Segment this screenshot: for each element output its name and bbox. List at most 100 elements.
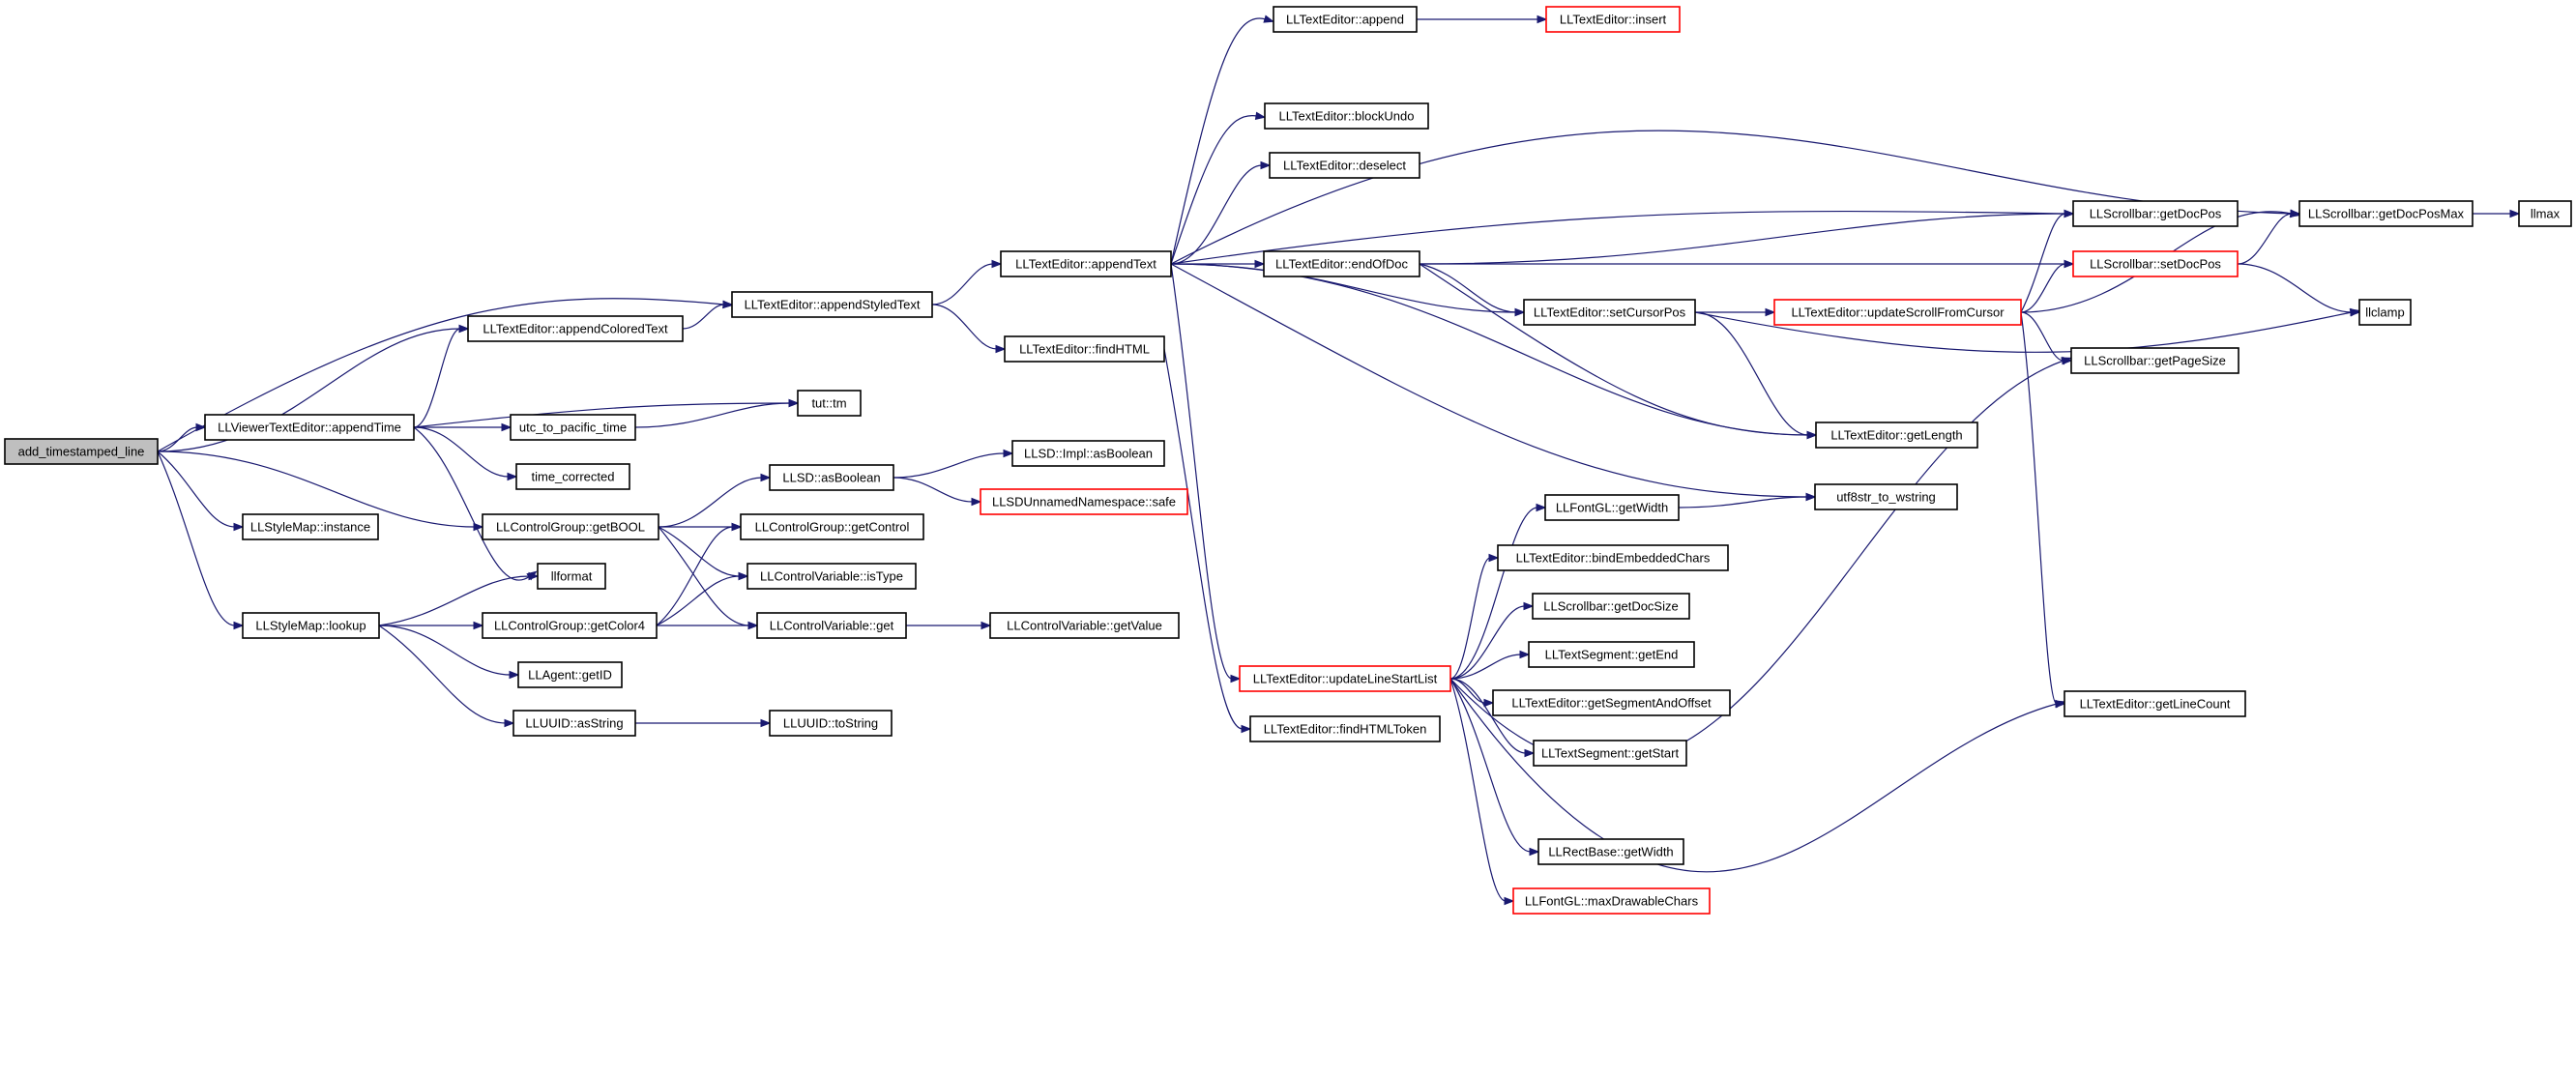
- edge-arrowhead: [1536, 503, 1547, 512]
- function-nodes: add_timestamped_line LLTextEditor::append…: [4, 6, 2572, 915]
- node-lltexteditor-findhtmltoken[interactable]: LLTextEditor::findHTMLToken: [1249, 715, 1441, 742]
- node-llagent-getid[interactable]: LLAgent::getID: [517, 661, 623, 688]
- edge-n30-n1: [682, 300, 734, 330]
- node-label: LLScrollbar::getDocSize: [1543, 599, 1678, 614]
- node-llclamp[interactable]: llclamp: [2358, 299, 2412, 326]
- node-lltexteditor-appendcoloredtext[interactable]: LLTextEditor::appendColoredText: [467, 315, 684, 342]
- node-box: [1528, 641, 1695, 668]
- node-llcontrolgroup-getbool[interactable]: LLControlGroup::getBOOL: [482, 513, 659, 540]
- node-lltexteditor-updatelinestartlist[interactable]: LLTextEditor::updateLineStartList: [1239, 665, 1451, 692]
- node-lltexteditor-insert[interactable]: LLTextEditor::insert: [1545, 6, 1681, 33]
- node-label: LLScrollbar::setDocPos: [2090, 257, 2221, 272]
- node-llsd-impl-asboolean[interactable]: LLSD::Impl::asBoolean: [1011, 440, 1165, 467]
- node-llsd-asboolean[interactable]: LLSD::asBoolean: [769, 464, 894, 491]
- edge-arrowhead: [1524, 748, 1536, 758]
- node-lltexteditor-getlength[interactable]: LLTextEditor::getLength: [1815, 422, 1978, 449]
- node-label: utf8str_to_wstring: [1836, 490, 1936, 505]
- node-lltexteditor-appendtext[interactable]: LLTextEditor::appendText: [1000, 250, 1172, 277]
- edge-n5-n6: [2473, 209, 2521, 218]
- node-box: [515, 463, 630, 490]
- node-lluuid-tostring[interactable]: LLUUID::toString: [769, 710, 893, 737]
- edge-arrowhead: [1805, 492, 1817, 502]
- node-label: LLControlVariable::getValue: [1007, 619, 1162, 633]
- node-llscrollbar-getdocposmax[interactable]: LLScrollbar::getDocPosMax: [2298, 200, 2474, 227]
- node-label: LLSD::asBoolean: [782, 471, 880, 485]
- node-label: LLAgent::getID: [528, 668, 612, 683]
- node-lltexteditor-bindembeddedchars[interactable]: LLTextEditor::bindEmbeddedChars: [1497, 544, 1729, 571]
- node-llscrollbar-getdocpos[interactable]: LLScrollbar::getDocPos: [2072, 200, 2239, 227]
- edge-n0-n44: [157, 451, 245, 532]
- node-label: LLTextEditor::findHTMLToken: [1264, 722, 1427, 737]
- node-lltexteditor-blockundo[interactable]: LLTextEditor::blockUndo: [1264, 102, 1429, 130]
- node-llcontrolvariable-getvalue[interactable]: LLControlVariable::getValue: [989, 612, 1180, 639]
- node-box: [1492, 689, 1731, 716]
- edge-n2-n18: [1170, 263, 1817, 502]
- node-llstylemap-instance[interactable]: LLStyleMap::instance: [242, 513, 379, 540]
- node-lltextsegment-getend[interactable]: LLTextSegment::getEnd: [1528, 641, 1695, 668]
- edge-n46-n40: [656, 522, 743, 626]
- node-llscrollbar-setdocpos[interactable]: LLScrollbar::setDocPos: [2072, 250, 2239, 277]
- node-label: LLSD::Impl::asBoolean: [1024, 447, 1153, 461]
- node-lltextsegment-getstart[interactable]: LLTextSegment::getStart: [1533, 740, 1687, 767]
- node-label: LLControlGroup::getColor4: [494, 619, 645, 633]
- node-box: [1537, 838, 1684, 865]
- edge-arrowhead: [458, 324, 470, 334]
- node-llcontrolvariable-get[interactable]: LLControlVariable::get: [756, 612, 907, 639]
- node-label: LLFontGL::maxDrawableChars: [1525, 894, 1699, 909]
- node-llfontgl-getwidth[interactable]: LLFontGL::getWidth: [1544, 494, 1680, 521]
- edge-n19-n17: [1449, 678, 2066, 873]
- node-label: LLScrollbar::getDocPos: [2090, 207, 2222, 221]
- node-llformat[interactable]: llformat: [537, 563, 606, 590]
- edge-n2-n8: [1170, 160, 1272, 265]
- node-lltexteditor-findhtml[interactable]: LLTextEditor::findHTML: [1004, 335, 1165, 363]
- node-lluuid-asstring[interactable]: LLUUID::asString: [512, 710, 636, 737]
- node-lltexteditor-getlinecount[interactable]: LLTextEditor::getLineCount: [2064, 690, 2246, 717]
- node-label: LLTextEditor::appendColoredText: [483, 322, 668, 336]
- node-llscrollbar-getdocsize[interactable]: LLScrollbar::getDocSize: [1532, 593, 1690, 620]
- node-llcontrolvariable-istype[interactable]: LLControlVariable::isType: [746, 563, 917, 590]
- node-utf8str-to-wstring[interactable]: utf8str_to_wstring: [1814, 483, 1958, 510]
- node-llrectbase-getwidth[interactable]: LLRectBase::getWidth: [1537, 838, 1684, 865]
- edge-arrowhead: [731, 522, 743, 532]
- node-box: [2064, 690, 2246, 717]
- node-llcontrolgroup-getcolor4[interactable]: LLControlGroup::getColor4: [482, 612, 658, 639]
- node-lltexteditor-setcursorpos[interactable]: LLTextEditor::setCursorPos: [1523, 299, 1696, 326]
- edge-n45-n35: [378, 571, 540, 626]
- node-llviewertexteditor-appendtime[interactable]: LLViewerTextEditor::appendTime: [204, 414, 415, 441]
- node-llscrollbar-getpagesize[interactable]: LLScrollbar::getPageSize: [2070, 347, 2239, 374]
- node-box: [1773, 299, 2022, 326]
- node-box: [769, 464, 894, 491]
- node-add-timestamped-line[interactable]: add_timestamped_line: [4, 438, 159, 465]
- node-label: tut::tm: [811, 396, 846, 411]
- edge-n11-n12: [2237, 263, 2361, 317]
- node-box: [1273, 6, 1418, 33]
- node-box: [1533, 740, 1687, 767]
- node-box: [1814, 483, 1958, 510]
- node-label: LLTextEditor::updateScrollFromCursor: [1791, 305, 2005, 320]
- node-llcontrolgroup-getcontrol[interactable]: LLControlGroup::getControl: [740, 513, 924, 540]
- edge-arrowhead: [722, 300, 734, 309]
- edge-arrowhead: [1537, 15, 1548, 24]
- edge-arrowhead: [981, 621, 992, 630]
- edge-n0-n31: [157, 422, 207, 452]
- node-lltexteditor-appendstyledtext[interactable]: LLTextEditor::appendStyledText: [731, 291, 933, 318]
- node-lltexteditor-append[interactable]: LLTextEditor::append: [1273, 6, 1418, 33]
- edge-arrowhead: [971, 497, 982, 507]
- node-lltexteditor-deselect[interactable]: LLTextEditor::deselect: [1269, 152, 1420, 179]
- edge-n37-n38: [893, 449, 1014, 479]
- node-utc-to-pacific-time[interactable]: utc_to_pacific_time: [510, 414, 636, 441]
- node-time-corrected[interactable]: time_corrected: [515, 463, 630, 490]
- node-label: LLTextEditor::findHTML: [1019, 342, 1150, 357]
- node-llfontgl-maxdrawablechars[interactable]: LLFontGL::maxDrawableChars: [1512, 887, 1711, 915]
- node-lltexteditor-updatescrollfromcursor[interactable]: LLTextEditor::updateScrollFromCursor: [1773, 299, 2022, 326]
- node-lltexteditor-getsegmentandoffset[interactable]: LLTextEditor::getSegmentAndOffset: [1492, 689, 1731, 716]
- node-llstylemap-lookup[interactable]: LLStyleMap::lookup: [242, 612, 380, 639]
- node-llsdunnamednamespace-safe[interactable]: LLSDUnnamedNamespace::safe: [980, 488, 1188, 515]
- edge-arrowhead: [1230, 674, 1242, 683]
- node-box: [1269, 152, 1420, 179]
- edge-n14-n15: [2020, 311, 2073, 365]
- node-box: [4, 438, 159, 465]
- node-llmax[interactable]: llmax: [2518, 200, 2572, 227]
- node-lltexteditor-endofdoc[interactable]: LLTextEditor::endOfDoc: [1263, 250, 1420, 277]
- node-tut-tm[interactable]: tut::tm: [797, 390, 862, 417]
